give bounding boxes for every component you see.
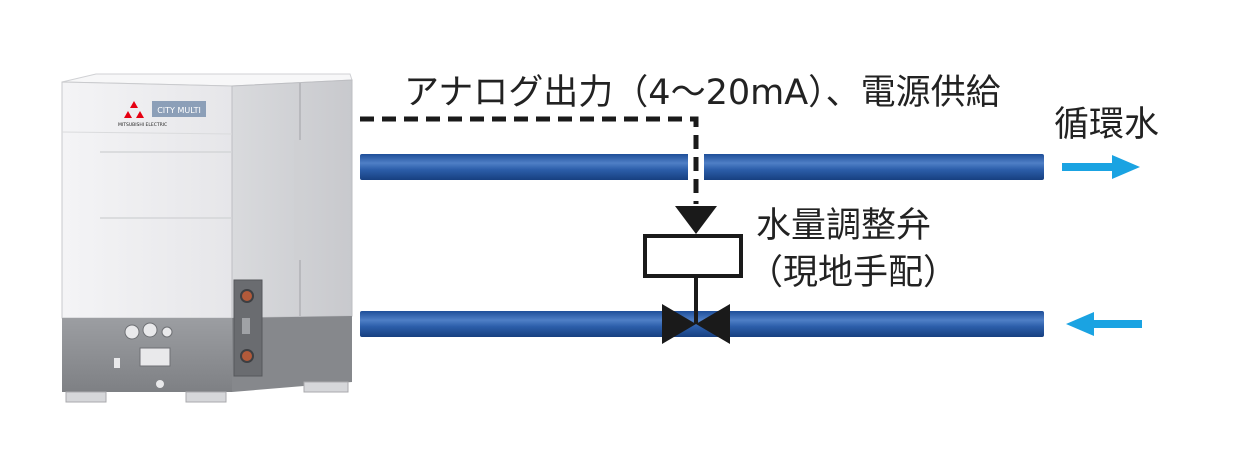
signal-label: アナログ出力（4〜20mA）、電源供給 (404, 73, 1001, 113)
knockout-hole (124, 324, 140, 340)
arrow-right-icon (1062, 155, 1140, 179)
arrow-left-icon (1066, 312, 1142, 336)
circulation-label: 循環水 (1054, 105, 1159, 145)
model-badge (152, 101, 206, 117)
service-panel (139, 347, 171, 367)
heat-source-unit: MITSUBISHI ELECTRIC CITY MULTI (61, 73, 353, 403)
water-inlet-port (240, 349, 254, 363)
valve-actuator-icon (643, 234, 743, 278)
knockout-hole (142, 322, 158, 338)
signal-line (360, 116, 699, 204)
unit-foot (65, 391, 107, 403)
water-outlet-port (240, 289, 254, 303)
valve-label: 水量調整弁 (756, 206, 931, 246)
unit-foot (303, 381, 349, 393)
gate-valve-icon (662, 304, 730, 344)
brand-logo: MITSUBISHI ELECTRIC (118, 101, 167, 128)
water-connection-panel (233, 279, 263, 377)
knockout-hole (161, 326, 173, 338)
brand-text: MITSUBISHI ELECTRIC (118, 122, 167, 128)
valve-sublabel: （現地手配） (748, 253, 958, 293)
model-badge-text: CITY MULTI (157, 106, 201, 115)
signal-arrowhead (675, 206, 717, 234)
unit-foot (185, 391, 227, 403)
